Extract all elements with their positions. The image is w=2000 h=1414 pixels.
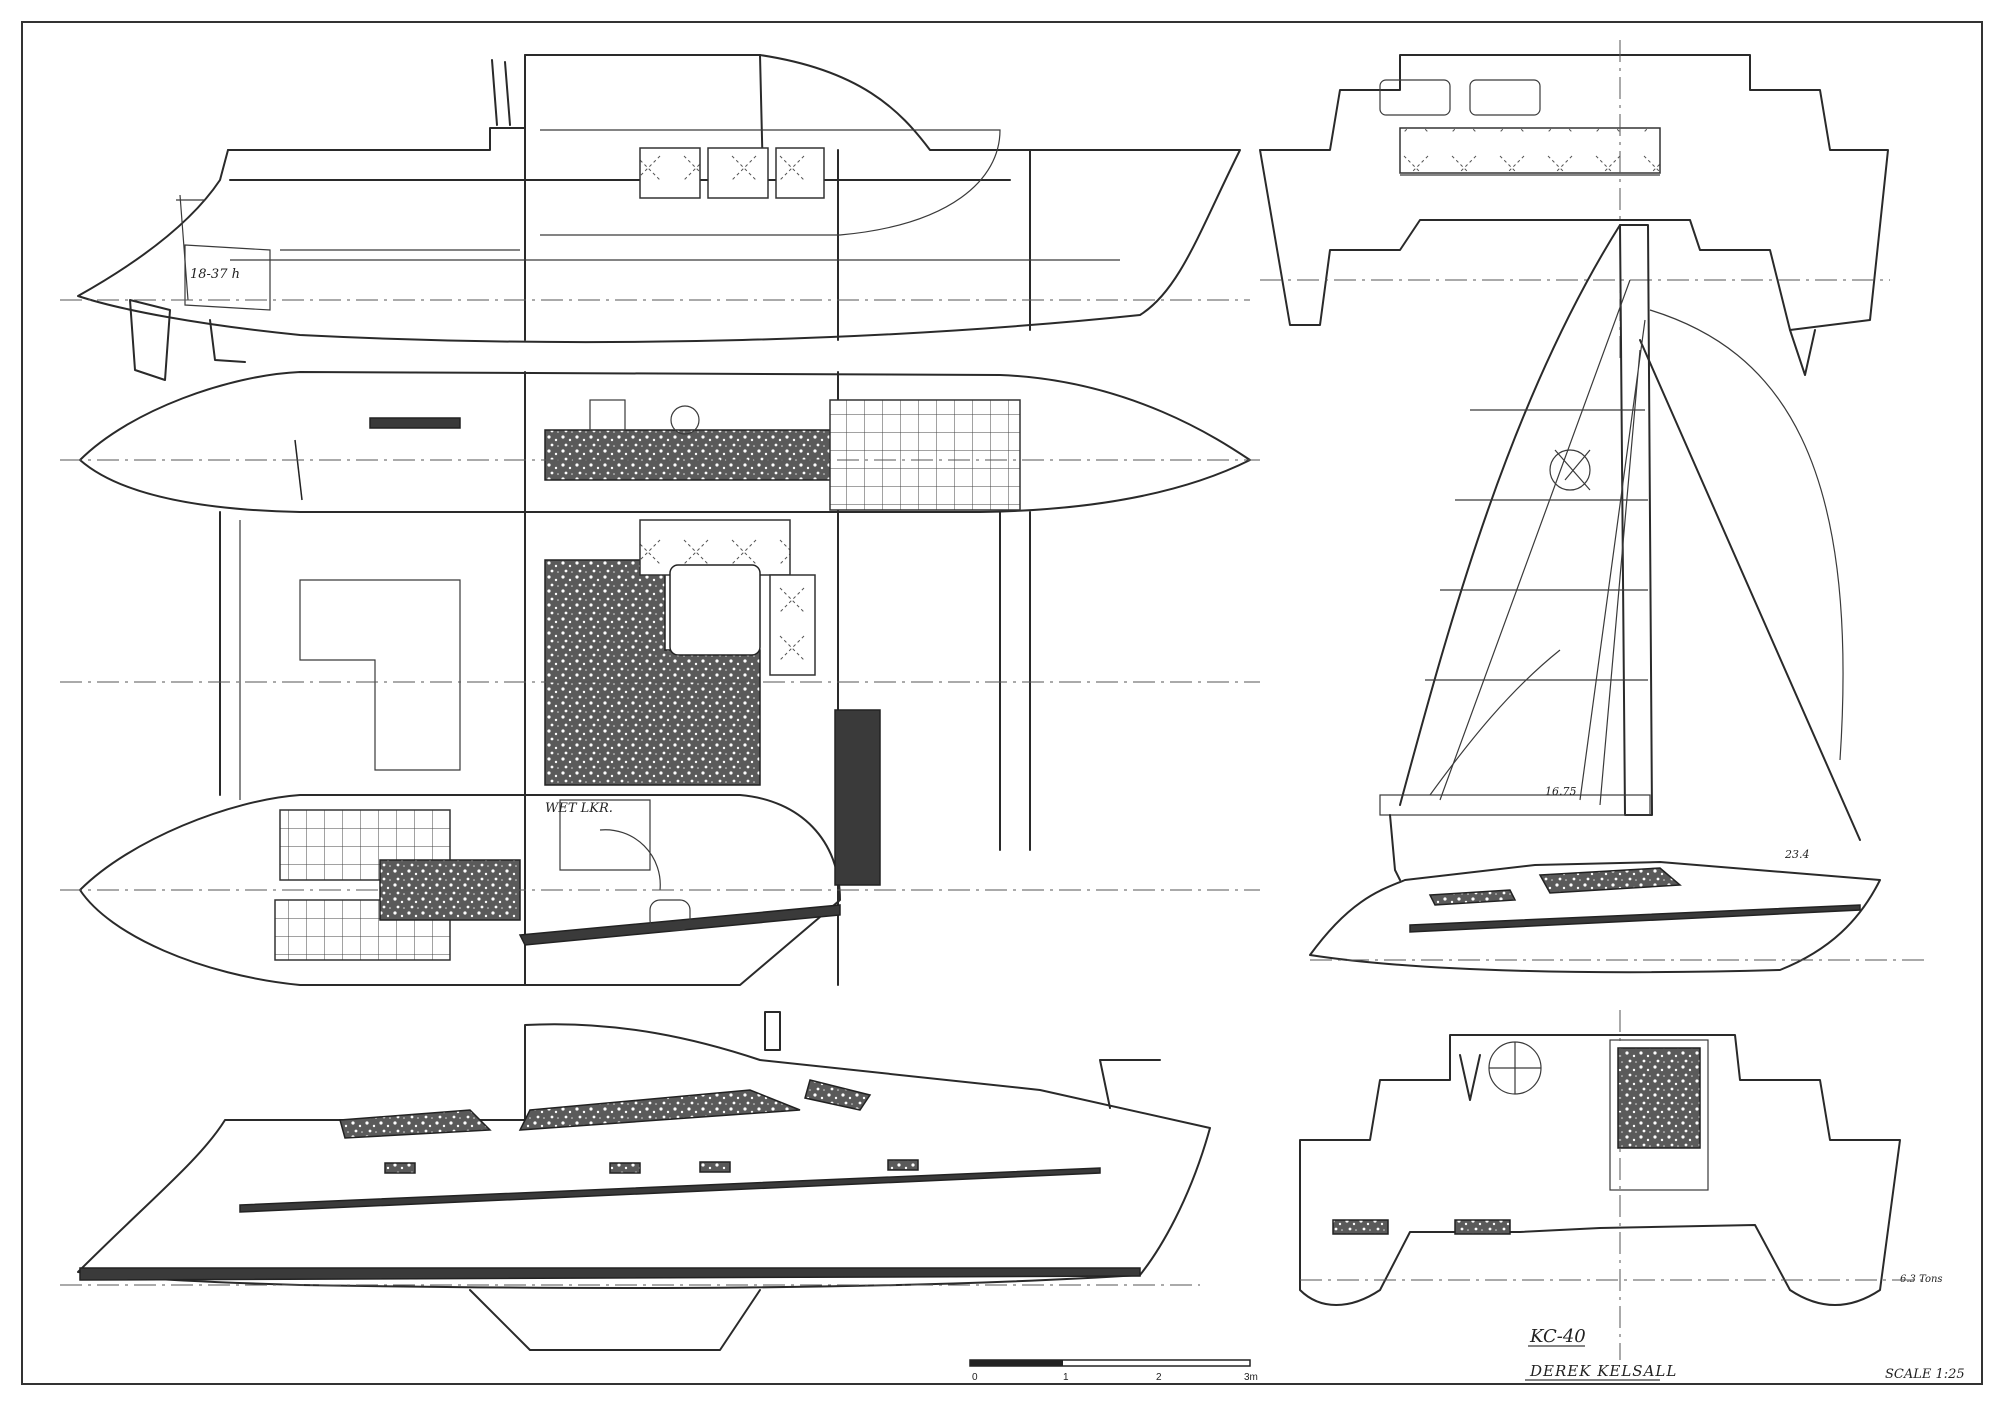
scale-tick-0: 0 (972, 1372, 978, 1383)
stern-section-view (1259, 40, 1890, 376)
accommodation-plan-view: WET LKR. (60, 371, 1260, 986)
scale-label: SCALE 1:25 (1885, 1367, 1965, 1382)
mast-note: 23.4 (1784, 848, 1810, 861)
exterior-profile-view: 0 1 2 3m (60, 1011, 1258, 1383)
engine-note: 18-37 h (190, 267, 240, 282)
sectional-profile-view: 18-37 h (60, 54, 1250, 381)
scale-tick-1: 1 (1063, 1372, 1069, 1383)
title-block: KC-40 DEREK KELSALL SCALE 1:25 (1525, 1326, 1965, 1382)
sheet-border (21, 21, 1983, 1385)
sail-number-note: 16.75 (1545, 785, 1577, 798)
design-name: KC-40 (1529, 1326, 1586, 1347)
designer-name: DEREK KELSALL (1529, 1362, 1677, 1380)
scale-tick-3: 3m (1244, 1372, 1258, 1383)
bow-section-view: 6.3 Tons (1299, 1010, 1943, 1360)
sail-plan-view: 16.75 23.4 (1309, 224, 1930, 974)
wet-locker-note: WET LKR. (545, 801, 613, 816)
scale-tick-2: 2 (1156, 1372, 1162, 1383)
scale-bar: 0 1 2 3m (969, 1359, 1258, 1383)
